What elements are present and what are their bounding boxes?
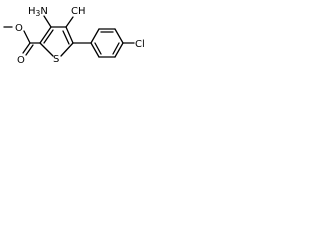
ester-oxygen-label: O [15, 23, 23, 34]
phenyl-bond-1 [90, 28, 100, 44]
thiophene-sulfur-label: S [53, 54, 59, 65]
bond-c5-s [60, 42, 74, 57]
phenyl-double-2 [112, 42, 120, 55]
bond-c2-c3 [39, 26, 52, 44]
chlorine-label: Cl [135, 39, 145, 50]
phenyl-ring [90, 28, 124, 58]
bond-carbonyl-o-double-a [22, 42, 31, 54]
thiophene-ring [39, 26, 74, 57]
bond-c2-c3-double [43, 29, 54, 44]
methyl-label: CH [71, 6, 86, 17]
amino-label: H3N [28, 6, 48, 18]
bond-c4-methyl [65, 16, 74, 28]
bond-c4-c5-double [62, 30, 70, 45]
ester-group [3, 26, 41, 56]
carbonyl-oxygen-label: O [17, 55, 25, 66]
bond-carbonyl-ester-o [23, 30, 31, 44]
amino-label-count: 3 [36, 9, 41, 18]
phenyl-bond-4 [114, 42, 124, 58]
molecular-structure-diagram: H3N CH O O S Cl [3, 6, 145, 66]
phenyl-bond-3 [114, 28, 124, 44]
bond-c4-c5 [65, 26, 74, 44]
phenyl-double-3 [94, 42, 102, 55]
phenyl-bond-6 [90, 42, 100, 58]
bond-carbonyl-o-double-b [25, 44, 34, 56]
bond-c3-n [43, 15, 52, 28]
amino-label-h: H [28, 6, 36, 17]
amino-label-n: N [40, 6, 47, 17]
bond-s-c2 [39, 42, 54, 57]
